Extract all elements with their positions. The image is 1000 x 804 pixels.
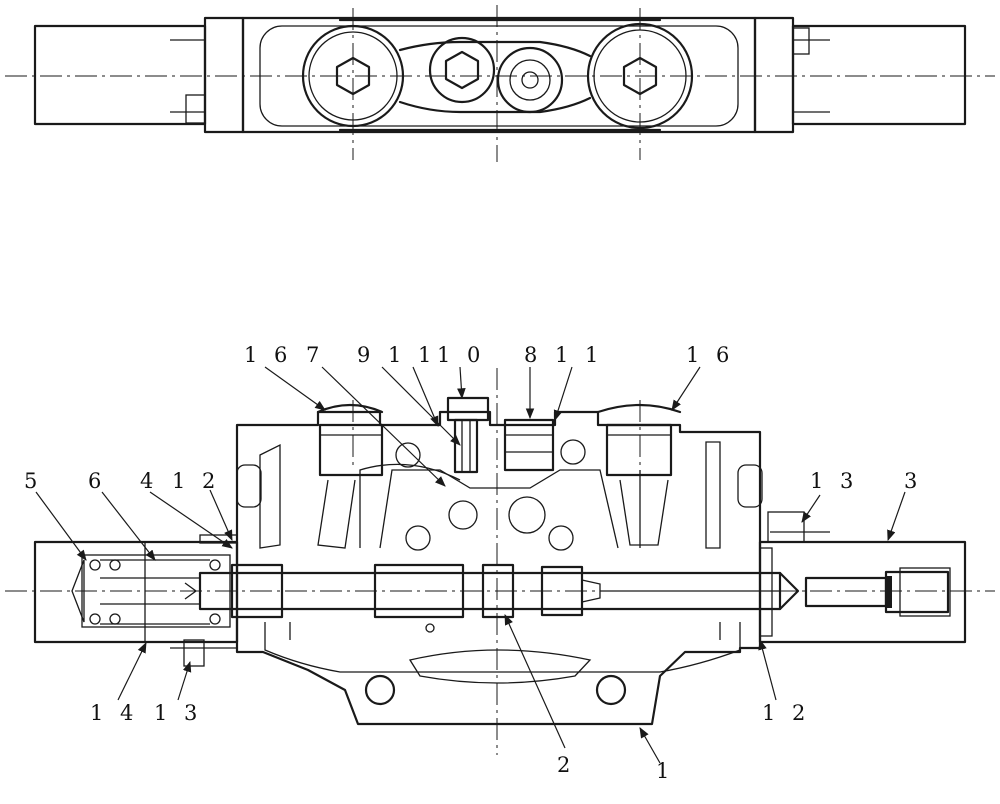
top-right-end-cap (791, 24, 967, 126)
label-part-14: 1 4 (90, 701, 138, 725)
label-part-12-bottom: 1 2 (762, 701, 810, 725)
label-part-8: 8 (524, 343, 542, 367)
label-part-1: 1 (656, 759, 674, 783)
valve-body (235, 410, 762, 726)
right-end-cap (758, 540, 967, 644)
label-part-10: 1 0 (437, 343, 485, 367)
top-plug-right (586, 22, 694, 130)
check-plug (503, 418, 555, 472)
label-part-9: 9 (357, 343, 375, 367)
label-part-7: 7 (306, 343, 324, 367)
label-part-13-top: 1 3 (810, 469, 858, 493)
label-part-12-top: 1 2 (172, 469, 220, 493)
part-labels: 1 2 3 4 5 6 7 8 9 1 0 1 1 1 1 1 2 1 2 1 … (24, 343, 922, 783)
label-part-2: 2 (557, 753, 575, 777)
label-part-11-left: 1 1 (388, 343, 436, 367)
top-left-end-cap (33, 24, 207, 126)
label-part-16-right: 1 6 (686, 343, 734, 367)
label-part-3: 3 (904, 469, 922, 493)
label-part-5: 5 (24, 469, 42, 493)
top-check-plug (496, 46, 564, 114)
label-part-6: 6 (88, 469, 106, 493)
top-relief-plug (428, 36, 496, 104)
label-part-4: 4 (140, 469, 158, 493)
left-end-cap (33, 540, 239, 644)
relief-valve (453, 418, 479, 474)
label-part-11-right: 1 1 (555, 343, 603, 367)
top-view (5, 5, 995, 162)
top-plug-left (301, 24, 405, 128)
label-part-13-bottom: 1 3 (154, 701, 202, 725)
label-part-16-left: 1 6 (244, 343, 292, 367)
callout-leaders (35, 366, 906, 764)
section-view (5, 368, 995, 755)
spool (198, 563, 800, 619)
